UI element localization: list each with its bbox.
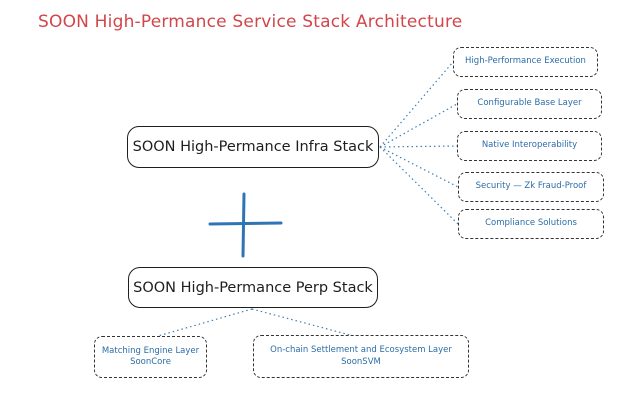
feature-label: Native Interoperability [481, 140, 578, 151]
connector-infra-to-feature-4 [379, 146, 459, 188]
connector-infra-to-feature-5 [379, 146, 459, 225]
perp-stack-label: SOON High-Permance Perp Stack [133, 279, 373, 296]
layer-label: On-chain Settlement and Ecosystem Layer [270, 345, 452, 356]
infra-stack-box: SOON High-Permance Infra Stack [127, 126, 379, 168]
layer-box-settlement: On-chain Settlement and Ecosystem Layer … [253, 335, 469, 378]
feature-label: High-Performance Execution [465, 56, 586, 67]
feature-box: Configurable Base Layer [457, 89, 602, 119]
layer-sub-label: SoonSVM [341, 356, 381, 367]
feature-label: Configurable Base Layer [477, 98, 582, 109]
perp-stack-box: SOON High-Permance Perp Stack [128, 267, 378, 308]
layer-sub-label: SoonCore [130, 357, 171, 367]
plus-icon [208, 192, 283, 258]
feature-box: High-Performance Execution [453, 47, 598, 77]
connector-infra-to-feature-2 [379, 103, 458, 148]
layer-box-matching-engine: Matching Engine Layer SoonCore [94, 336, 207, 378]
infra-stack-label: SOON High-Permance Infra Stack [132, 139, 374, 155]
connector-perp-to-layer-1 [157, 308, 253, 337]
feature-box: Compliance Solutions [458, 209, 604, 239]
diagram-title: SOON High-Permance Service Stack Archite… [38, 12, 463, 32]
feature-label: Compliance Solutions [485, 218, 577, 229]
feature-box: Security — Zk Fraud-Proof [458, 172, 604, 202]
connector-infra-to-feature-3 [379, 145, 458, 148]
feature-box: Native Interoperability [457, 131, 602, 161]
feature-label: Security — Zk Fraud-Proof [475, 181, 587, 192]
layer-label: Matching Engine Layer [101, 345, 200, 356]
connector-perp-to-layer-2 [251, 308, 351, 336]
connector-infra-to-feature-1 [379, 61, 454, 148]
